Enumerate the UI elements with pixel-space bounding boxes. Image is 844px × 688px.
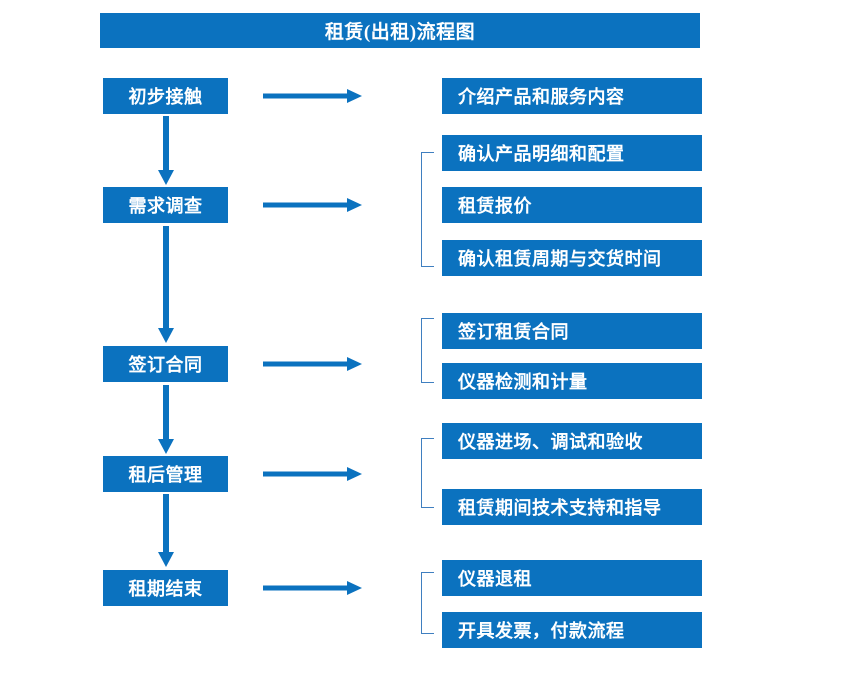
detail-box-确认产品明细和配置[interactable]: 确认产品明细和配置 bbox=[442, 135, 702, 171]
stage-box-租期结束[interactable]: 租期结束 bbox=[103, 570, 228, 606]
detail-box-仪器退租[interactable]: 仪器退租 bbox=[442, 560, 702, 596]
group-bracket-租期结束 bbox=[421, 572, 434, 634]
stage-box-签订合同[interactable]: 签订合同 bbox=[103, 346, 228, 382]
down-arrow-需求调查-to-签订合同 bbox=[156, 226, 176, 344]
down-arrow-签订合同-to-租后管理 bbox=[156, 385, 176, 455]
detail-box-租赁报价[interactable]: 租赁报价 bbox=[442, 187, 702, 223]
down-arrow-初步接触-to-需求调查 bbox=[156, 116, 176, 186]
detail-box-仪器进场调试和验收[interactable]: 仪器进场、调试和验收 bbox=[442, 423, 702, 459]
group-bracket-需求调查 bbox=[421, 152, 434, 267]
right-arrow-租期结束 bbox=[263, 578, 363, 598]
stage-box-初步接触[interactable]: 初步接触 bbox=[103, 78, 228, 114]
right-arrow-租后管理 bbox=[263, 464, 363, 484]
right-arrow-签订合同 bbox=[263, 354, 363, 374]
group-bracket-租后管理 bbox=[421, 438, 434, 508]
right-arrow-需求调查 bbox=[263, 195, 363, 215]
down-arrow-租后管理-to-租期结束 bbox=[156, 494, 176, 568]
detail-box-确认租赁周期与交货时间[interactable]: 确认租赁周期与交货时间 bbox=[442, 240, 702, 276]
detail-box-介绍产品和服务内容[interactable]: 介绍产品和服务内容 bbox=[442, 78, 702, 114]
detail-box-租赁期间技术支持和指导[interactable]: 租赁期间技术支持和指导 bbox=[442, 489, 702, 525]
detail-box-仪器检测和计量[interactable]: 仪器检测和计量 bbox=[442, 363, 702, 399]
group-bracket-签订合同 bbox=[421, 318, 434, 383]
right-arrow-初步接触 bbox=[263, 86, 363, 106]
chart-title: 租赁(出租)流程图 bbox=[100, 13, 700, 48]
stage-box-租后管理[interactable]: 租后管理 bbox=[103, 456, 228, 492]
detail-box-签订租赁合同[interactable]: 签订租赁合同 bbox=[442, 313, 702, 349]
detail-box-开具发票付款流程[interactable]: 开具发票，付款流程 bbox=[442, 612, 702, 648]
stage-box-需求调查[interactable]: 需求调查 bbox=[103, 187, 228, 223]
